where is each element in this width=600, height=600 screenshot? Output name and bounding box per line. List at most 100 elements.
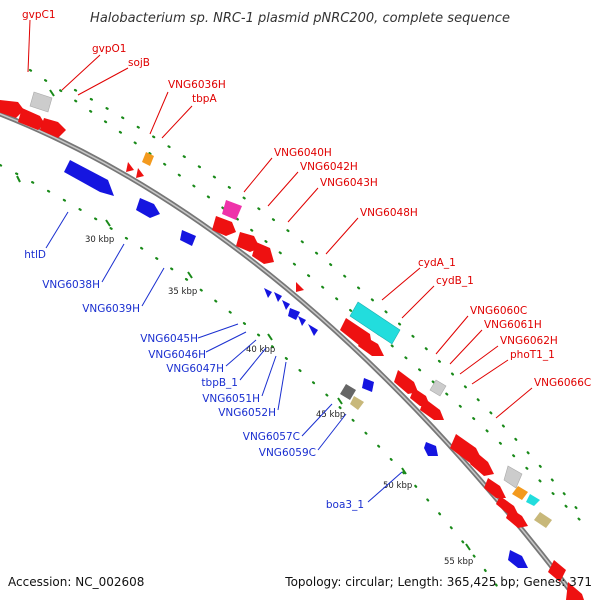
gene-label-VNG6036H[interactable]: VNG6036H	[168, 79, 226, 91]
gene-label-gvpC1[interactable]: gvpC1	[22, 9, 56, 21]
leader-VNG6057C	[301, 403, 333, 437]
gene-label-VNG6048H[interactable]: VNG6048H	[360, 207, 418, 219]
gene-box-grey	[429, 379, 447, 397]
gene-label-phoT1_1[interactable]: phoT1_1	[510, 349, 555, 361]
leader-VNG6051H	[261, 355, 277, 397]
leader-htlD	[45, 211, 69, 249]
gene-label-tbpA[interactable]: tbpA	[192, 93, 217, 105]
forward-label-group: gvpC1 gvpO1 sojB VNG6036H tbpA VNG6040H …	[22, 9, 591, 389]
gene-box-cyan	[526, 494, 540, 506]
leader-cydB_1	[401, 285, 435, 319]
gene-label-VNG6051H[interactable]: VNG6051H	[202, 393, 260, 405]
gene-arrow-forward	[296, 282, 304, 292]
gene-label-VNG6046H[interactable]: VNG6046H	[148, 349, 206, 361]
leader-cydA_1	[381, 267, 421, 301]
leader-phoT1_1	[471, 359, 509, 385]
scale-label: 50 kbp	[383, 481, 412, 491]
scale-label: 55 kbp	[444, 557, 473, 567]
leader-VNG6042H	[267, 171, 299, 207]
leader-gvpC1	[27, 19, 31, 73]
leader-VNG6045H	[197, 323, 239, 339]
leader-tbpB_1	[239, 347, 267, 381]
gene-arrow-reverse	[282, 300, 290, 310]
gene-arrow-reverse	[362, 378, 374, 392]
gene-box-tan	[534, 512, 552, 528]
scale-label: 35 kbp	[168, 287, 197, 297]
gene-arrow-reverse	[308, 324, 318, 336]
forward-genes	[0, 91, 584, 600]
gene-arrow-forward	[358, 336, 384, 356]
leader-VNG6059C	[317, 413, 347, 451]
outer-dotted-ring-1	[73, 88, 580, 512]
gene-box-grey	[503, 465, 523, 489]
gene-arrow-reverse	[180, 230, 196, 246]
leader-VNG6052H	[277, 361, 287, 411]
gene-label-VNG6062H[interactable]: VNG6062H	[500, 335, 558, 347]
leader-VNG6047H	[225, 339, 257, 367]
guide-rings	[0, 68, 592, 592]
leader-tbpA	[161, 105, 193, 139]
gene-label-VNG6038H[interactable]: VNG6038H	[42, 279, 100, 291]
gene-label-VNG6045H[interactable]: VNG6045H	[140, 333, 198, 345]
tick-45	[337, 397, 343, 405]
gene-label-VNG6057C[interactable]: VNG6057C	[243, 431, 300, 443]
topology-label: Topology: circular; Length: 365,425 bp; …	[284, 575, 592, 589]
gene-arrow-forward	[212, 216, 236, 236]
gene-label-VNG6042H[interactable]: VNG6042H	[300, 161, 358, 173]
gene-box-orange	[512, 486, 528, 500]
tick-55	[465, 543, 471, 551]
gene-arrow-forward	[566, 582, 584, 600]
leader-VNG6061H	[449, 329, 483, 365]
gene-label-VNG6047H[interactable]: VNG6047H	[166, 363, 224, 375]
scale-labels: 30 kbp 35 kbp 40 kbp 45 kbp 50 kbp 55 kb…	[85, 235, 473, 567]
leader-VNG6062H	[459, 345, 499, 375]
leader-VNG6038H	[101, 243, 125, 283]
gene-arrow-forward	[136, 168, 144, 178]
gene-arrow-forward	[548, 560, 566, 582]
gene-arrow-forward	[484, 478, 506, 498]
gene-label-sojB[interactable]: sojB	[128, 57, 150, 69]
gene-arrow-reverse	[274, 292, 282, 302]
tick-40	[267, 333, 273, 341]
gene-label-cydB_1[interactable]: cydB_1	[436, 275, 474, 287]
tick-25	[49, 89, 55, 97]
gene-arrow-forward	[252, 242, 274, 264]
tick-inner-25	[16, 175, 21, 183]
leader-VNG6043H	[287, 187, 319, 223]
gene-label-boa3_1[interactable]: boa3_1	[326, 499, 364, 511]
gene-arrow-forward	[496, 496, 518, 514]
gene-box-orange	[142, 152, 154, 166]
gene-label-cydA_1[interactable]: cydA_1	[418, 257, 456, 269]
backbone-highlight	[0, 113, 579, 600]
gene-label-VNG6039H[interactable]: VNG6039H	[82, 303, 140, 315]
gene-label-VNG6043H[interactable]: VNG6043H	[320, 177, 378, 189]
gene-label-gvpO1[interactable]: gvpO1	[92, 43, 127, 55]
reverse-label-group: htlD VNG6038H VNG6039H VNG6045H VNG6046H…	[24, 249, 364, 511]
tick-35	[187, 271, 193, 279]
gene-label-tbpB_1[interactable]: tbpB_1	[201, 377, 238, 389]
leader-boa3_1	[367, 471, 403, 503]
gene-box-magenta	[222, 200, 242, 220]
gene-arrow-forward	[470, 452, 494, 476]
gene-arrow-reverse	[288, 308, 300, 320]
leader-sojB	[77, 67, 129, 96]
map-title: Halobacterium sp. NRC-1 plasmid pNRC200,…	[90, 11, 510, 26]
gene-arrow-forward	[0, 100, 24, 118]
gene-arrow-forward	[394, 370, 418, 394]
gene-label-VNG6061H[interactable]: VNG6061H	[484, 319, 542, 331]
gene-label-VNG6066C[interactable]: VNG6066C	[534, 377, 591, 389]
reverse-leader-lines	[45, 211, 403, 503]
gene-arrow-forward	[420, 398, 444, 420]
scale-label: 45 kbp	[316, 410, 345, 420]
gene-arrow-reverse	[136, 198, 160, 218]
leader-VNG6060C	[435, 315, 469, 355]
gene-label-VNG6052H[interactable]: VNG6052H	[218, 407, 276, 419]
gene-label-VNG6059C[interactable]: VNG6059C	[259, 447, 316, 459]
gene-box-cyan	[349, 301, 401, 345]
gene-label-htlD[interactable]: htlD	[24, 249, 46, 261]
gene-label-VNG6040H[interactable]: VNG6040H	[274, 147, 332, 159]
tick-50	[401, 467, 407, 475]
gene-box-grey	[29, 91, 53, 113]
gene-label-VNG6060C[interactable]: VNG6060C	[470, 305, 527, 317]
